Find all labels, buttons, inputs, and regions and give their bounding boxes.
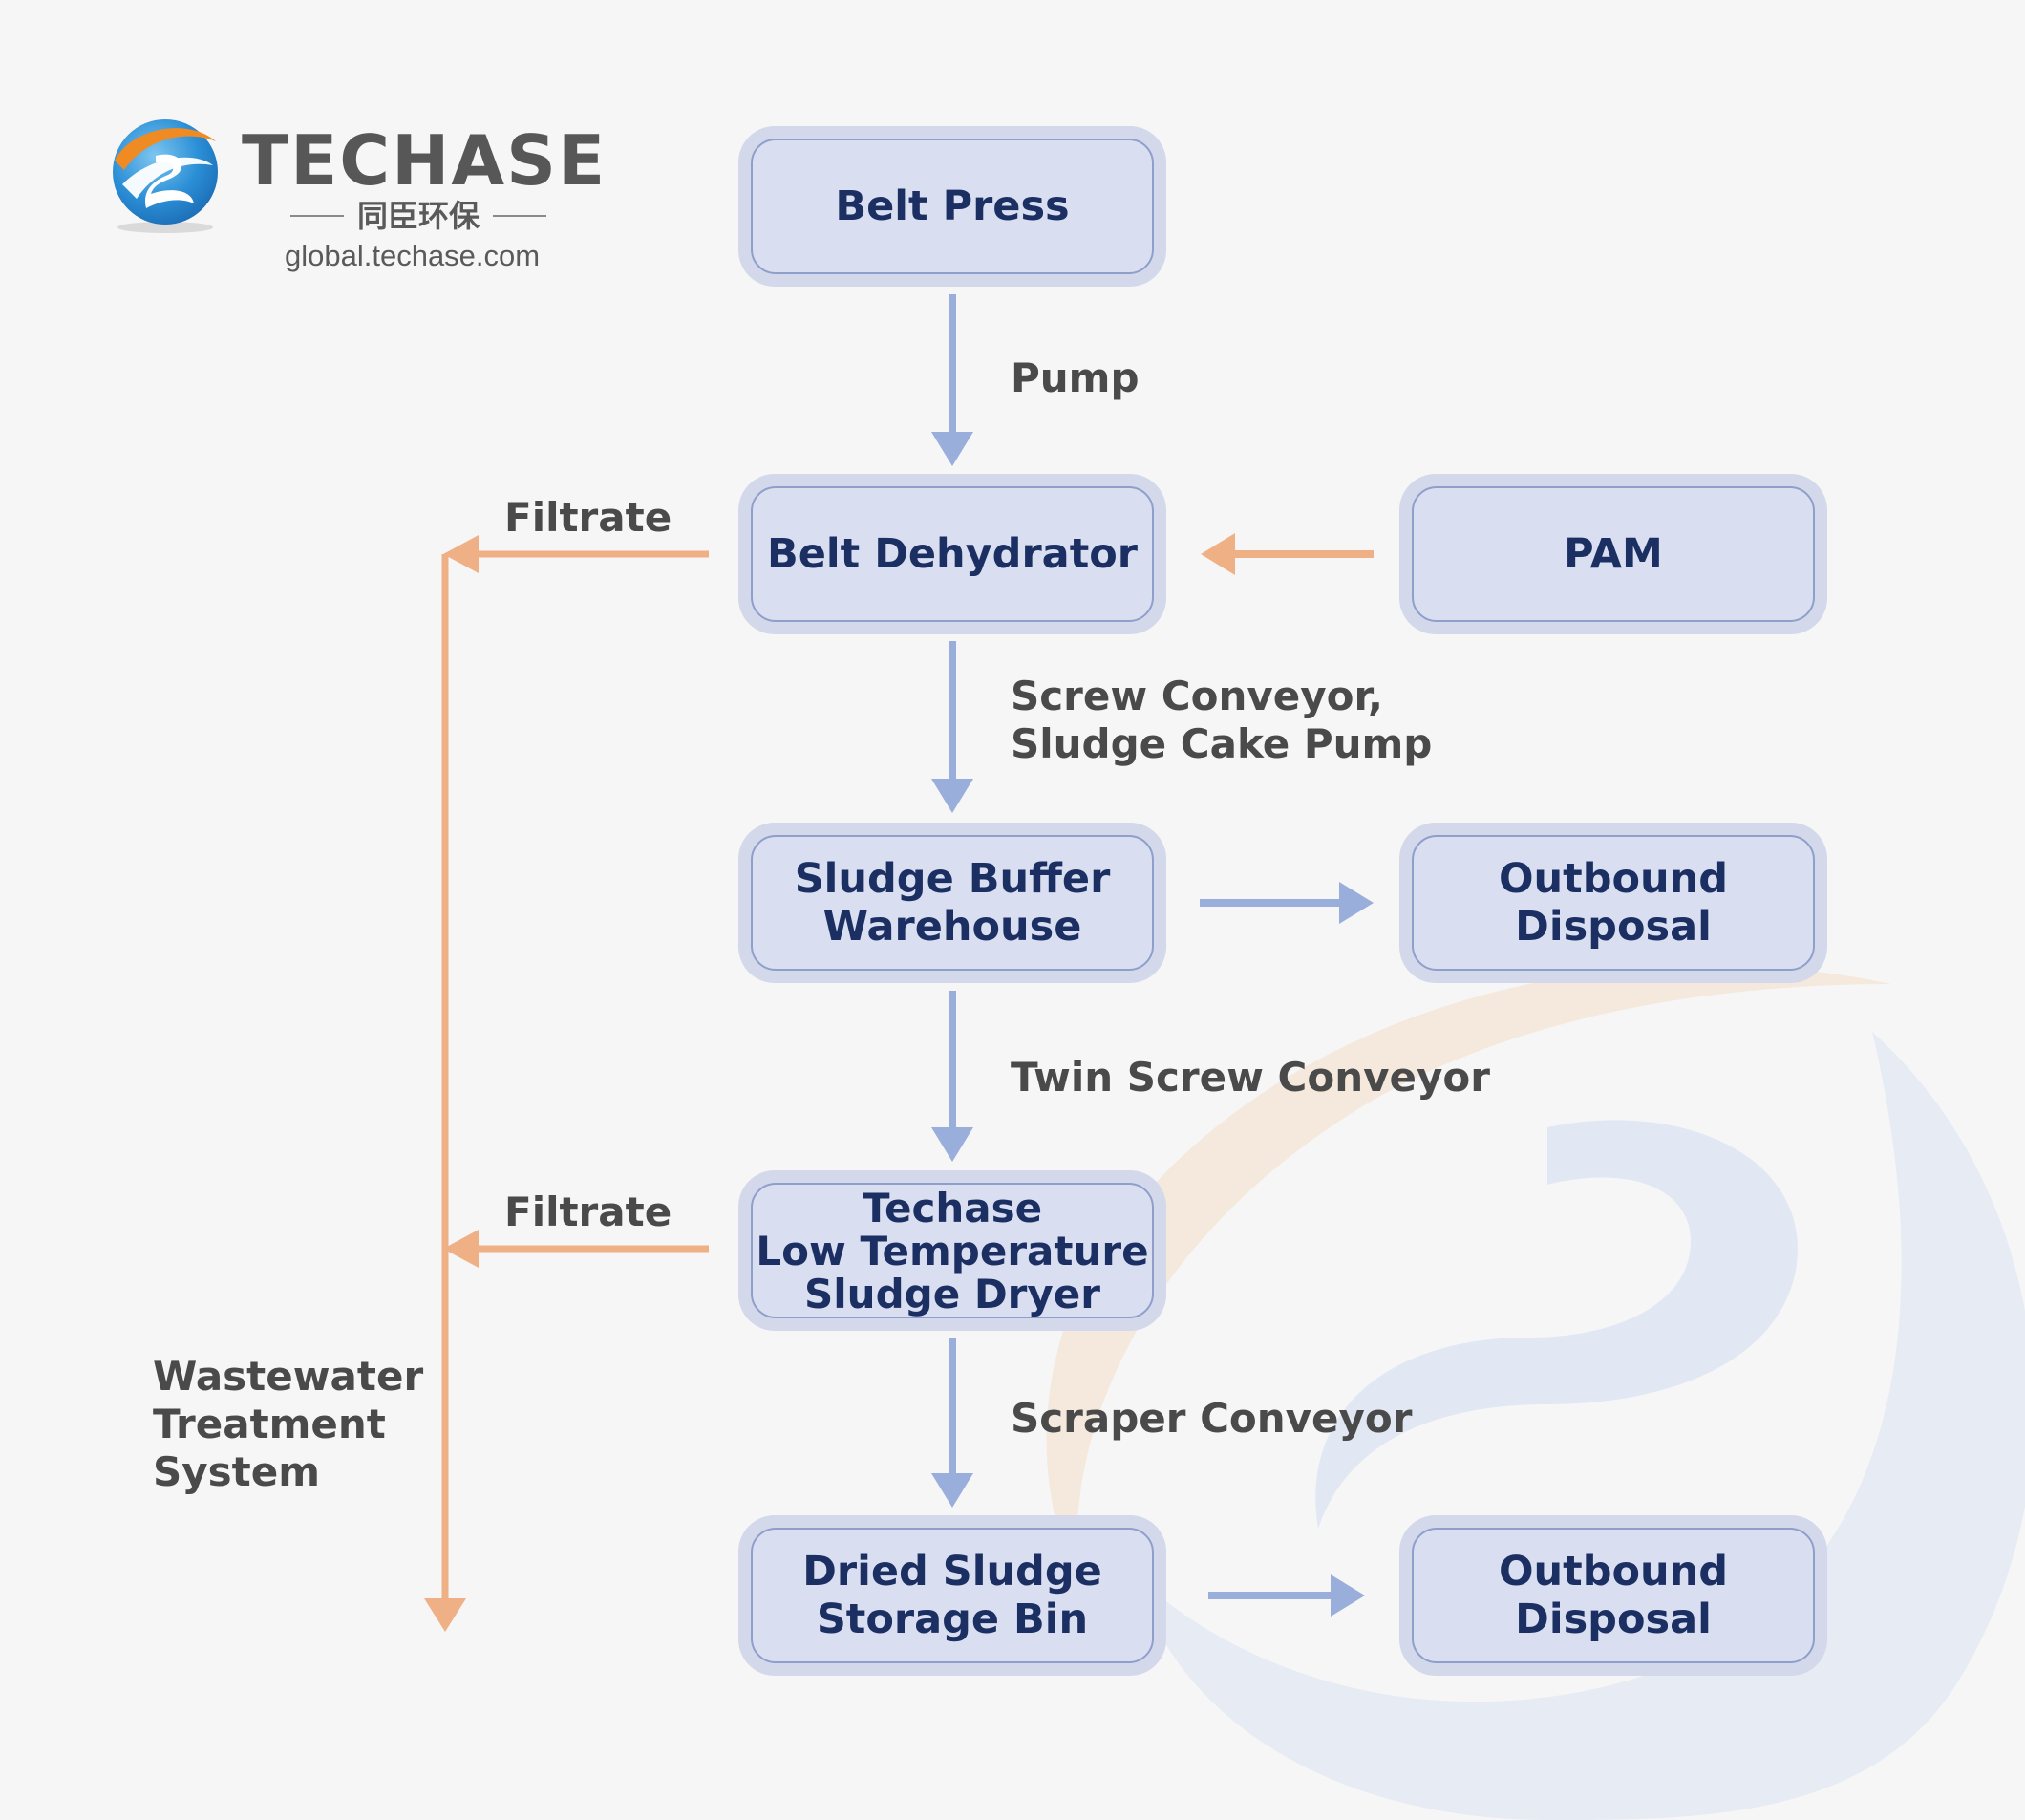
right-arrow-to-outbound-1 — [1200, 882, 1374, 924]
text-line: Wastewater — [153, 1353, 424, 1400]
text-line: Scraper Conveyor — [1011, 1395, 1413, 1442]
node-label: Belt Dehydrator — [751, 486, 1154, 622]
node-belt-dehydrator: Belt Dehydrator — [738, 474, 1166, 634]
techase-logo: TECHASE 同臣环保 global.techase.com — [103, 113, 605, 285]
text-line: Storage Bin — [816, 1595, 1089, 1643]
text-line: Screw Conveyor, — [1011, 673, 1383, 719]
text-line: Belt Dehydrator — [766, 530, 1138, 578]
brand-chinese: 同臣环保 — [256, 197, 581, 235]
text-line: Pump — [1011, 354, 1140, 401]
filtrate-arrow-1 — [443, 535, 709, 573]
text-line: Filtrate — [504, 1188, 672, 1235]
node-pam: PAM — [1399, 474, 1827, 634]
brand-name: TECHASE — [242, 120, 608, 201]
label-scraper-conveyor: Scraper Conveyor — [1011, 1395, 1412, 1443]
down-arrow-twin-screw — [931, 991, 973, 1162]
brand-chinese-text: 同臣环保 — [356, 198, 480, 234]
label-screw-conveyor: Screw Conveyor,Sludge Cake Pump — [1011, 673, 1432, 768]
text-line: Techase — [862, 1184, 1043, 1231]
label-filtrate-1: Filtrate — [504, 494, 671, 542]
left-arrow-from-pam — [1201, 533, 1374, 575]
text-line: Outbound — [1498, 855, 1729, 903]
down-arrow-screw-conveyor — [931, 641, 973, 813]
brand-url: global.techase.com — [285, 239, 541, 272]
label-filtrate-2: Filtrate — [504, 1188, 671, 1236]
node-label: PAM — [1412, 486, 1815, 622]
down-arrow-pump — [931, 294, 973, 466]
wastewater-down-arrow — [424, 554, 466, 1632]
filtrate-arrow-2 — [443, 1230, 709, 1268]
node-belt-press: Belt Press — [738, 126, 1166, 287]
text-line: Belt Press — [835, 182, 1070, 230]
divider — [493, 215, 546, 217]
label-pump: Pump — [1011, 354, 1140, 402]
down-arrow-scraper — [931, 1338, 973, 1508]
text-line: Dried Sludge — [802, 1548, 1102, 1595]
divider — [289, 215, 344, 217]
text-line: System — [153, 1448, 320, 1495]
text-line: Treatment — [153, 1401, 386, 1447]
right-arrow-to-outbound-2 — [1208, 1574, 1365, 1617]
text-line: Filtrate — [504, 494, 672, 541]
text-line: PAM — [1564, 530, 1663, 578]
text-line: Warehouse — [822, 903, 1082, 951]
text-line: Outbound — [1498, 1548, 1729, 1595]
node-label: Belt Press — [751, 139, 1154, 274]
text-line: Disposal — [1515, 903, 1712, 951]
text-line: Twin Screw Conveyor — [1011, 1054, 1490, 1101]
text-line: Sludge Buffer — [794, 855, 1111, 903]
text-line: Disposal — [1515, 1595, 1712, 1643]
text-line: Sludge Cake Pump — [1011, 720, 1433, 767]
globe-logo-icon — [113, 119, 218, 233]
text-line: Sludge Dryer — [804, 1270, 1100, 1317]
text-line: Low Temperature — [756, 1227, 1149, 1274]
label-twin-screw-conveyor: Twin Screw Conveyor — [1011, 1054, 1490, 1102]
